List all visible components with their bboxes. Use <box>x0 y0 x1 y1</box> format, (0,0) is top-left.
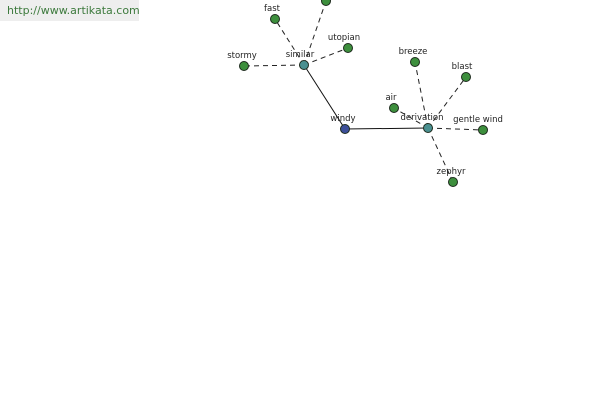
edge-similar-utopian <box>303 47 349 66</box>
edge-similar-stormy <box>243 64 305 67</box>
node-fast[interactable] <box>270 14 280 24</box>
node-label-fast: fast <box>264 4 281 14</box>
node-derivation[interactable] <box>423 123 433 133</box>
node-offscreen[interactable] <box>321 0 331 6</box>
node-breeze[interactable] <box>410 57 420 67</box>
node-zephyr[interactable] <box>448 177 458 187</box>
node-stormy[interactable] <box>239 61 249 71</box>
edge-derivation-gentle-wind <box>427 127 484 131</box>
node-label-air: air <box>385 93 397 103</box>
node-windy[interactable] <box>340 124 350 134</box>
node-label-stormy: stormy <box>227 51 257 61</box>
edge-derivation-air <box>393 107 429 129</box>
node-label-breeze: breeze <box>399 47 428 57</box>
node-label-gentle-wind: gentle wind <box>453 115 503 125</box>
node-label-derivation: derivation <box>400 113 443 123</box>
node-similar[interactable] <box>299 60 309 70</box>
node-label-blast: blast <box>452 62 473 72</box>
source-link[interactable]: http://www.artikata.com <box>0 0 140 21</box>
edge-derivation-blast <box>427 76 467 129</box>
node-label-similar: similar <box>286 50 315 60</box>
edge-similar-offscreen <box>303 0 327 66</box>
node-blast[interactable] <box>461 72 471 82</box>
edge-derivation-zephyr <box>427 127 454 183</box>
node-label-utopian: utopian <box>328 33 360 43</box>
node-label-windy: windy <box>330 114 355 124</box>
node-air[interactable] <box>389 103 399 113</box>
node-gentle-wind[interactable] <box>478 125 488 135</box>
edge-windy-similar <box>303 64 346 130</box>
edge-derivation-breeze <box>414 61 429 129</box>
edge-layer <box>243 0 484 183</box>
edge-similar-fast <box>274 18 305 66</box>
node-layer: fast stormy utopian similar air breeze blast ge… <box>227 0 503 187</box>
node-utopian[interactable] <box>343 43 353 53</box>
node-label-zephyr: zephyr <box>437 167 467 177</box>
edge-windy-derivation <box>344 127 429 130</box>
